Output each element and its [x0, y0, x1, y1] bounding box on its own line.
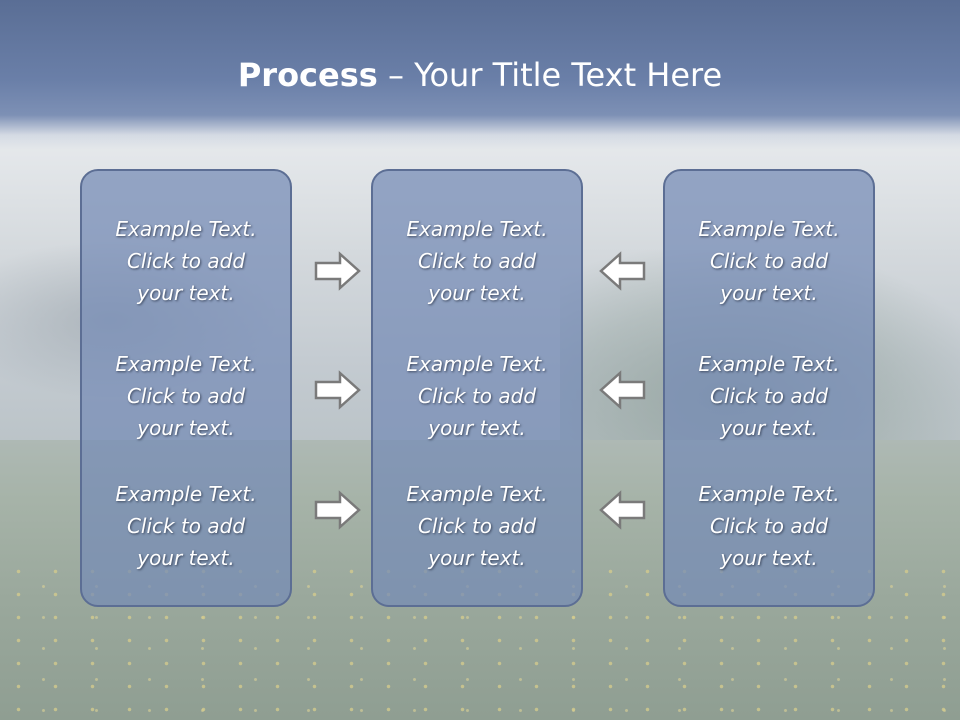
text-line: Click to add [126, 249, 246, 273]
text-line: Example Text. [698, 217, 840, 241]
arrow-left-icon [598, 370, 646, 410]
panel-right[interactable]: Example Text. Click to add your text. Ex… [663, 169, 875, 607]
arrow-right-icon [314, 370, 362, 410]
text-line: your text. [428, 416, 526, 440]
text-placeholder[interactable]: Example Text. Click to add your text. [82, 213, 290, 309]
text-line: your text. [428, 546, 526, 570]
title-rest: – Your Title Text Here [377, 56, 723, 94]
arrow-left-icon [598, 251, 646, 291]
text-placeholder[interactable]: Example Text. Click to add your text. [373, 348, 581, 444]
arrow-right-icon [314, 490, 362, 530]
text-placeholder[interactable]: Example Text. Click to add your text. [82, 478, 290, 574]
panel-center[interactable]: Example Text. Click to add your text. Ex… [371, 169, 583, 607]
text-placeholder[interactable]: Example Text. Click to add your text. [82, 348, 290, 444]
text-line: Example Text. [406, 352, 548, 376]
text-line: Click to add [417, 384, 537, 408]
text-line: your text. [137, 281, 235, 305]
text-placeholder[interactable]: Example Text. Click to add your text. [665, 478, 873, 574]
text-line: your text. [720, 546, 818, 570]
text-line: Click to add [126, 514, 246, 538]
text-line: Example Text. [115, 482, 257, 506]
text-line: Example Text. [406, 482, 548, 506]
text-line: Click to add [126, 384, 246, 408]
text-line: Example Text. [698, 352, 840, 376]
text-line: Example Text. [115, 217, 257, 241]
text-placeholder[interactable]: Example Text. Click to add your text. [665, 213, 873, 309]
text-line: Example Text. [115, 352, 257, 376]
text-line: Click to add [709, 249, 829, 273]
text-line: your text. [428, 281, 526, 305]
text-line: Example Text. [406, 217, 548, 241]
text-line: Click to add [417, 249, 537, 273]
text-line: Example Text. [698, 482, 840, 506]
slide-title[interactable]: Process – Your Title Text Here [0, 50, 960, 100]
text-line: your text. [137, 546, 235, 570]
text-line: Click to add [417, 514, 537, 538]
text-placeholder[interactable]: Example Text. Click to add your text. [665, 348, 873, 444]
text-placeholder[interactable]: Example Text. Click to add your text. [373, 213, 581, 309]
arrow-left-icon [598, 490, 646, 530]
text-line: Click to add [709, 384, 829, 408]
header-band [0, 0, 960, 150]
panel-left[interactable]: Example Text. Click to add your text. Ex… [80, 169, 292, 607]
text-placeholder[interactable]: Example Text. Click to add your text. [373, 478, 581, 574]
text-line: Click to add [709, 514, 829, 538]
text-line: your text. [137, 416, 235, 440]
text-line: your text. [720, 416, 818, 440]
title-bold: Process [237, 56, 378, 94]
arrow-right-icon [314, 251, 362, 291]
text-line: your text. [720, 281, 818, 305]
